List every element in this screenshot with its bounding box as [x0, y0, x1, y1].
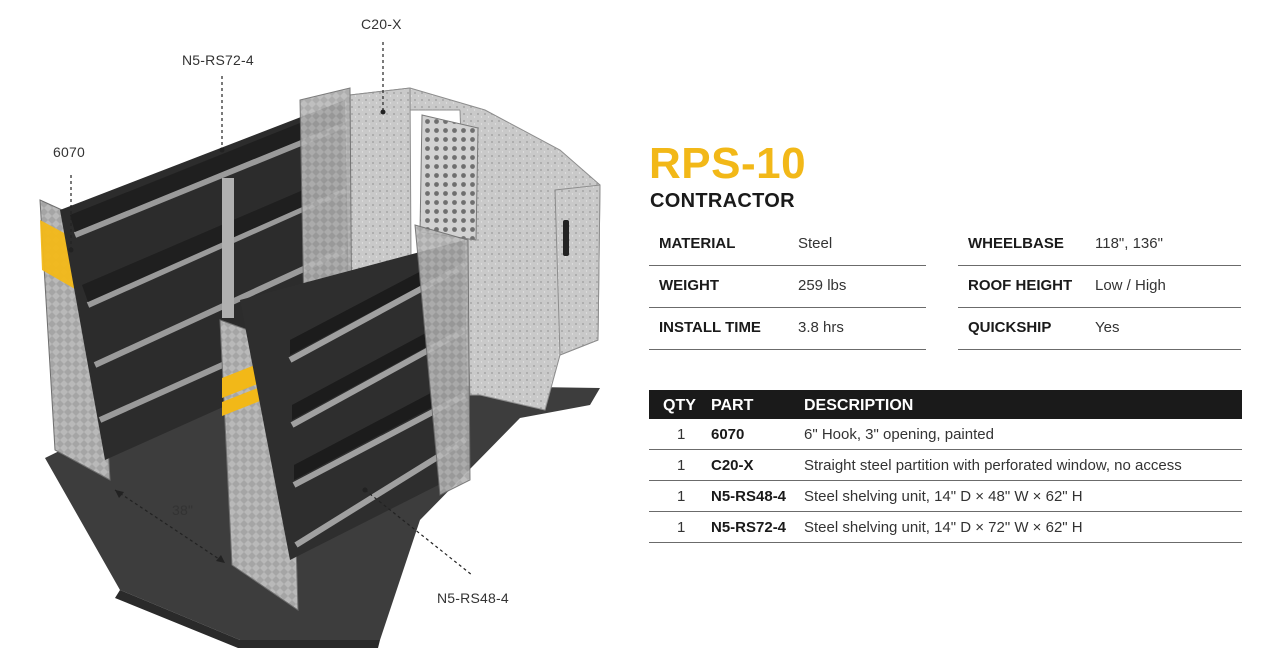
spec-label: MATERIAL: [659, 235, 736, 252]
van-shelving-illustration: C20-X N5-RS72-4 6070 38" N5-RS48-4: [0, 0, 630, 666]
table-row: 1 N5-RS48-4 Steel shelving unit, 14" D ×…: [649, 481, 1242, 512]
aisle-dimension-line: [114, 489, 226, 564]
spec-label: WEIGHT: [659, 277, 719, 294]
spec-install-time: INSTALL TIME 3.8 hrs: [649, 308, 926, 350]
spec-value: 118", 136": [1095, 235, 1163, 252]
spec-quickship: QUICKSHIP Yes: [958, 308, 1241, 350]
spec-weight: WEIGHT 259 lbs: [649, 266, 926, 308]
callout-n5rs48: N5-RS48-4: [437, 590, 509, 606]
product-subtitle: CONTRACTOR: [650, 190, 795, 212]
spec-label: QUICKSHIP: [968, 319, 1052, 336]
row-description: Straight steel partition with perforated…: [804, 457, 1182, 474]
row-description: Steel shelving unit, 14" D × 48" W × 62"…: [804, 488, 1083, 505]
row-qty: 1: [677, 488, 686, 505]
header-part: PART: [711, 397, 754, 414]
callout-n5rs72: N5-RS72-4: [182, 52, 254, 68]
row-part: N5-RS72-4: [711, 519, 787, 536]
callout-aisle-width: 38": [172, 502, 194, 518]
row-description: 6" Hook, 3" opening, painted: [804, 426, 994, 443]
table-row: 1 C20-X Straight steel partition with pe…: [649, 450, 1242, 481]
leader-n5rs48: [364, 489, 473, 576]
spec-material: MATERIAL Steel: [649, 224, 926, 266]
parts-table-header: QTY PART DESCRIPTION: [649, 390, 1242, 419]
perforated-window: [419, 114, 479, 241]
spec-label: INSTALL TIME: [659, 319, 761, 336]
row-part: 6070: [711, 426, 745, 443]
spec-value: Low / High: [1095, 277, 1166, 294]
row-part: N5-RS48-4: [711, 488, 787, 505]
spec-label: ROOF HEIGHT: [968, 277, 1073, 294]
row-description: Steel shelving unit, 14" D × 72" W × 62"…: [804, 519, 1083, 536]
header-description: DESCRIPTION: [804, 397, 914, 414]
row-qty: 1: [677, 426, 686, 443]
header-qty: QTY: [663, 397, 696, 414]
row-qty: 1: [677, 457, 686, 474]
product-code: RPS-10: [649, 139, 807, 188]
spec-value: Yes: [1095, 319, 1120, 336]
spec-value: 3.8 hrs: [798, 319, 844, 336]
row-part: C20-X: [711, 457, 754, 474]
table-row: 1 6070 6" Hook, 3" opening, painted: [649, 419, 1242, 450]
table-row: 1 N5-RS72-4 Steel shelving unit, 14" D ×…: [649, 512, 1242, 543]
row-qty: 1: [677, 519, 686, 536]
spec-wheelbase: WHEELBASE 118", 136": [958, 224, 1241, 266]
callout-c20x: C20-X: [361, 16, 402, 32]
shelving-drawing: [39, 42, 601, 648]
spec-value: 259 lbs: [798, 277, 847, 294]
spec-roof-height: ROOF HEIGHT Low / High: [958, 266, 1241, 308]
spec-label: WHEELBASE: [968, 235, 1064, 252]
parts-table: QTY PART DESCRIPTION 1 6070 6" Hook, 3" …: [649, 390, 1242, 543]
callout-hook: 6070: [53, 144, 85, 160]
spec-value: Steel: [798, 235, 833, 252]
